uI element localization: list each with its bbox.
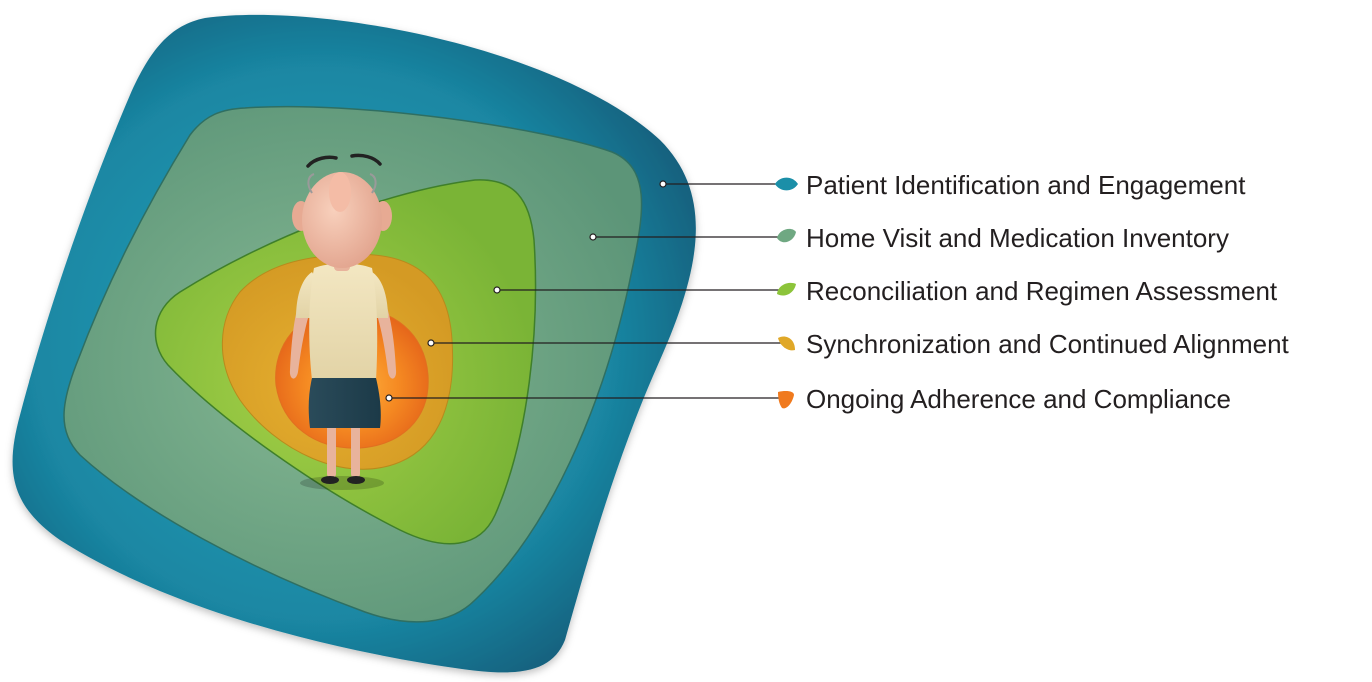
legend-label-patient-identification: Patient Identification and Engagement (806, 170, 1246, 200)
amber-leaf-marker-icon (778, 336, 795, 351)
legend: Patient Identification and Engagement Ho… (775, 170, 1290, 414)
leader-dots (385, 180, 667, 402)
patient-character-icon (289, 153, 397, 490)
lime-leaf-marker-icon (777, 282, 796, 296)
legend-label-reconciliation: Reconciliation and Regimen Assessment (806, 276, 1278, 306)
leader-lines (392, 183, 785, 399)
leader-dot-5 (385, 394, 393, 402)
blue-leaf-marker-icon (775, 177, 798, 191)
legend-label-home-visit: Home Visit and Medication Inventory (806, 223, 1229, 253)
leader-dot-1 (659, 180, 667, 188)
leader-dot-4 (427, 339, 435, 347)
orange-leaf-marker-icon (778, 391, 794, 409)
green-grey-leaf-marker-icon (777, 228, 796, 243)
leader-dot-3 (493, 286, 501, 294)
legend-label-ongoing-adherence: Ongoing Adherence and Compliance (806, 384, 1231, 414)
leader-dot-2 (589, 233, 597, 241)
legend-label-synchronization: Synchronization and Continued Alignment (806, 329, 1290, 359)
